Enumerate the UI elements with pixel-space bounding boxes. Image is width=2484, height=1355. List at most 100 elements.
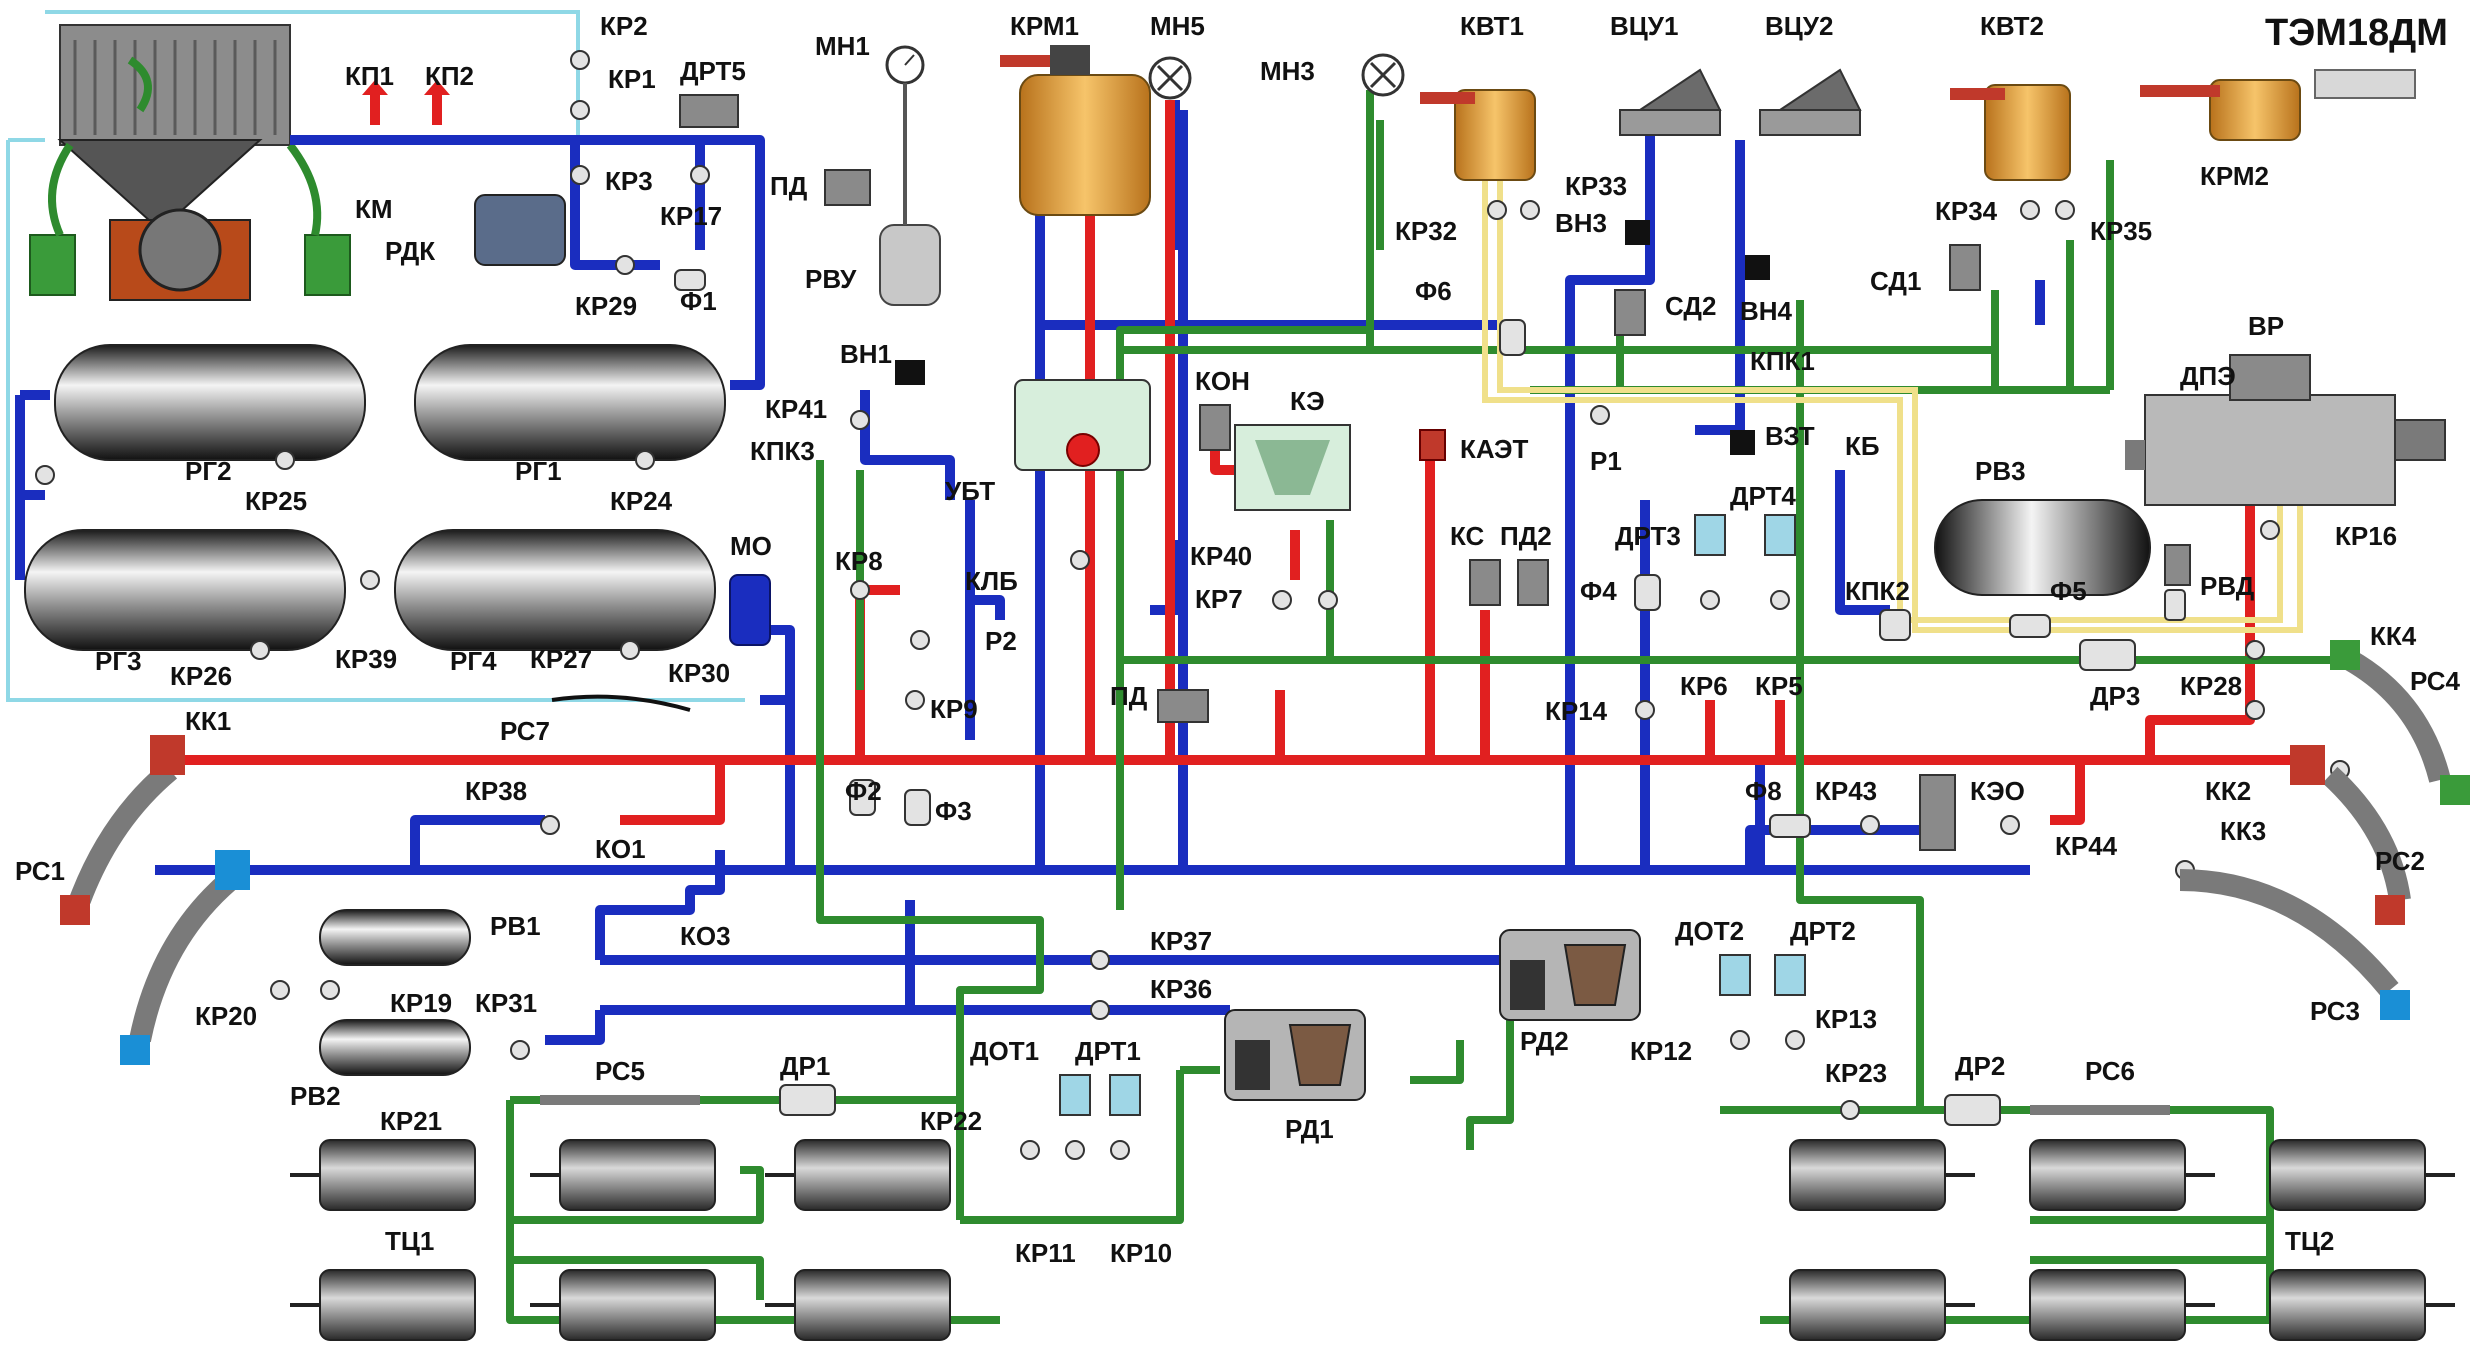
label-f8: Ф8 <box>1745 776 1782 806</box>
label-f4: Ф4 <box>1580 576 1617 606</box>
label-rs1: РС1 <box>15 856 65 886</box>
label-vn1: ВН1 <box>840 339 892 369</box>
ubt-unit <box>1014 379 1151 471</box>
label-kr36: КР36 <box>1150 974 1212 1004</box>
feed-line-pipes <box>15 100 2045 1045</box>
air-distributor-vr <box>2125 354 2446 506</box>
driver-valve-kvt2 <box>1950 84 2071 181</box>
label-kvt1: КВТ1 <box>1460 11 1524 41</box>
gauge-mn3 <box>1361 53 1405 97</box>
label-dpe: ДПЭ <box>2180 361 2236 391</box>
label-kr17: КР17 <box>660 201 722 231</box>
label-rv1: РВ1 <box>490 911 541 941</box>
label-rg4: РГ4 <box>450 646 497 676</box>
label-rg2: РГ2 <box>185 456 232 486</box>
label-kr38: КР38 <box>465 776 527 806</box>
label-klb: КЛБ <box>965 566 1018 596</box>
label-rg3: РГ3 <box>95 646 142 676</box>
label-kr16: КР16 <box>2335 521 2397 551</box>
label-kr1: КР1 <box>608 64 656 94</box>
label-f2: Ф2 <box>845 776 882 806</box>
ke-valve <box>1234 424 1351 511</box>
label-dr2: ДР2 <box>1955 1051 2005 1081</box>
label-p2: Р2 <box>985 626 1017 656</box>
reservoir-rv1 <box>319 909 471 966</box>
kp-valves <box>362 80 450 125</box>
label-rs3: РС3 <box>2310 996 2360 1026</box>
driver-valve-krm1 <box>1000 45 1151 216</box>
label-tc1: ТЦ1 <box>385 1226 434 1256</box>
label-kpk1: КПК1 <box>1750 346 1815 376</box>
label-drt5: ДРТ5 <box>680 56 746 86</box>
label-kr23: КР23 <box>1825 1058 1887 1088</box>
label-kr34: КР34 <box>1935 196 1998 226</box>
label-f5: Ф5 <box>2050 576 2087 606</box>
label-ks: КС <box>1450 521 1485 551</box>
label-kr43: КР43 <box>1815 776 1877 806</box>
driver-valve-krm2 <box>2140 69 2416 141</box>
label-rvd: РВД <box>2200 571 2255 601</box>
hose-heads <box>60 640 2470 1065</box>
label-kp2: КП2 <box>425 61 474 91</box>
label-f3: Ф3 <box>935 796 972 826</box>
label-pd-top: ПД <box>770 171 808 201</box>
label-kaet: КАЭТ <box>1460 434 1528 464</box>
label-ko1: КО1 <box>595 834 646 864</box>
label-kk4: КК4 <box>2370 621 2417 651</box>
rdk-regulator <box>474 194 566 266</box>
label-krm2: КРМ2 <box>2200 161 2269 191</box>
cocks <box>35 50 2350 1160</box>
label-kr39: КР39 <box>335 644 397 674</box>
label-vn3: ВН3 <box>1555 208 1607 238</box>
label-rvu: РВУ <box>805 264 857 294</box>
label-ko3: КО3 <box>680 921 731 951</box>
label-drt4: ДРТ4 <box>1730 481 1796 511</box>
label-drt2: ДРТ2 <box>1790 916 1856 946</box>
pressure-regulator-rd1 <box>1224 1009 1366 1101</box>
label-vzt: ВЗТ <box>1765 421 1815 451</box>
reservoir-rv2 <box>319 1019 471 1076</box>
label-keo: КЭО <box>1970 776 2025 806</box>
label-rd2: РД2 <box>1520 1026 1569 1056</box>
label-rv2: РВ2 <box>290 1081 341 1111</box>
reservoir-rg4 <box>394 529 716 651</box>
label-mn5: МН5 <box>1150 11 1205 41</box>
label-kk3: КК3 <box>2220 816 2266 846</box>
reservoir-rv3 <box>1934 499 2151 596</box>
label-mn3: МН3 <box>1260 56 1315 86</box>
label-kr41: КР41 <box>765 394 827 424</box>
pedal-vcu1 <box>1619 68 1722 136</box>
label-kr30: КР30 <box>668 658 730 688</box>
brake-cylinders-tc1 <box>290 1139 951 1341</box>
pressure-sensors <box>1059 514 1806 1116</box>
label-krm1: КРМ1 <box>1010 11 1079 41</box>
brake-cylinder-lines <box>506 90 2330 1324</box>
label-kr33: КР33 <box>1565 171 1627 201</box>
label-kr3: КР3 <box>605 166 653 196</box>
label-ubt: УБТ <box>945 476 995 506</box>
sensor-boxes <box>679 94 2191 851</box>
label-rv3: РВ3 <box>1975 456 2026 486</box>
label-km: КМ <box>355 194 393 224</box>
label-dr1: ДР1 <box>780 1051 830 1081</box>
label-kr44: КР44 <box>2055 831 2118 861</box>
label-pd-mid: ПД <box>1110 681 1148 711</box>
label-p1: Р1 <box>1590 446 1622 476</box>
label-mn1: МН1 <box>815 31 870 61</box>
label-sd2: СД2 <box>1665 291 1716 321</box>
label-kr13: КР13 <box>1815 1004 1877 1034</box>
label-kr14: КР14 <box>1545 696 1608 726</box>
hoses <box>69 650 2451 1115</box>
label-mo: МО <box>730 531 772 561</box>
label-kk1: КК1 <box>185 706 231 736</box>
label-kr37: КР37 <box>1150 926 1212 956</box>
label-kr40: КР40 <box>1190 541 1252 571</box>
oil-separator-mo <box>551 574 771 712</box>
label-kr26: КР26 <box>170 661 232 691</box>
label-rs2: РС2 <box>2375 846 2425 876</box>
gauge-mn5 <box>1148 56 1192 100</box>
scheme-title: ТЭМ18ДМ <box>2265 12 2448 54</box>
label-kr31: КР31 <box>475 988 537 1018</box>
label-kb: КБ <box>1845 431 1880 461</box>
